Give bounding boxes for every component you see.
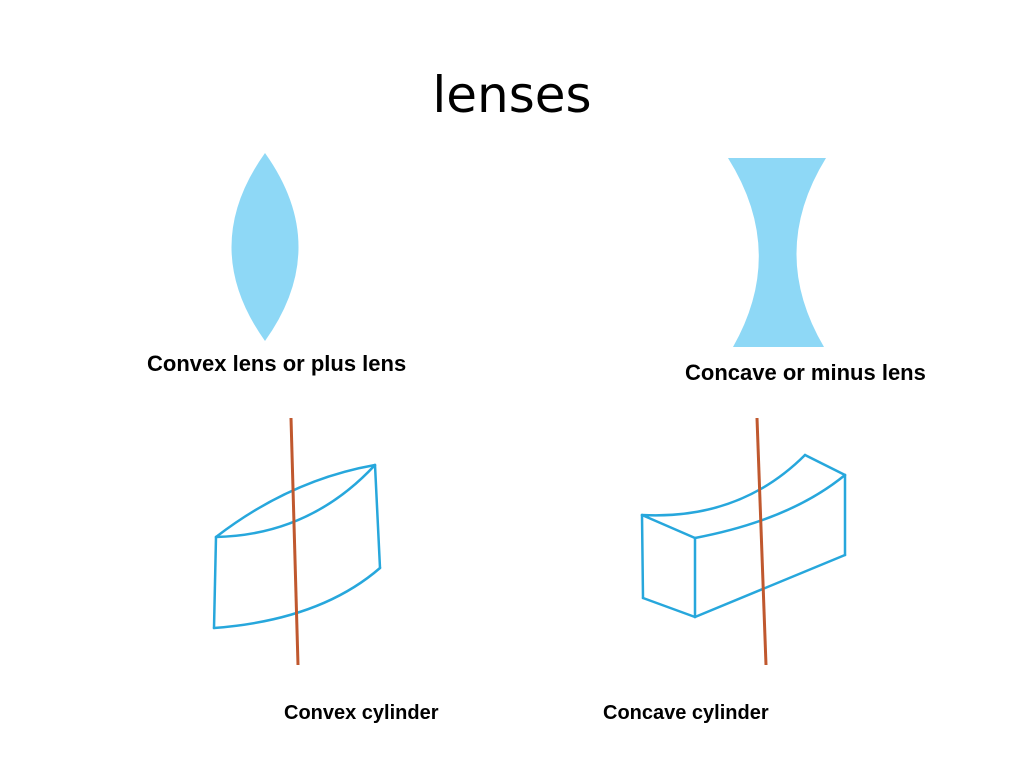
convex-cylinder-right-edge bbox=[373, 463, 382, 570]
concave-cylinder-front-bottom-edge bbox=[693, 553, 847, 619]
convex-cylinder-left-edge bbox=[212, 535, 218, 630]
concave-cylinder-right-top-edge bbox=[803, 453, 847, 477]
convex-cylinder-axis-line bbox=[289, 417, 300, 666]
convex-lens-label: Convex lens or plus lens bbox=[147, 351, 407, 376]
concave-cylinder-label: Concave cylinder bbox=[603, 702, 769, 724]
convex-cylinder-bottom-edge bbox=[212, 566, 382, 630]
concave-cylinder-top-curve bbox=[640, 453, 807, 517]
concave-cylinder-left-top-edge bbox=[640, 513, 697, 540]
concave-lens-label: Concave or minus lens bbox=[685, 360, 926, 385]
concave-cylinder-bottom-left-edge bbox=[641, 596, 697, 619]
concave-cylinder-axis-line bbox=[755, 417, 768, 666]
convex-cylinder-top-front-edge bbox=[214, 463, 377, 539]
convex-cylinder-label: Convex cylinder bbox=[284, 702, 439, 724]
concave-cylinder-top-front-curve bbox=[693, 473, 847, 540]
convex-lens-shape bbox=[231, 153, 299, 341]
concave-lens-shape bbox=[728, 158, 826, 347]
slide-title: lenses bbox=[432, 66, 592, 124]
concave-cylinder-back-left-edge bbox=[640, 513, 645, 600]
